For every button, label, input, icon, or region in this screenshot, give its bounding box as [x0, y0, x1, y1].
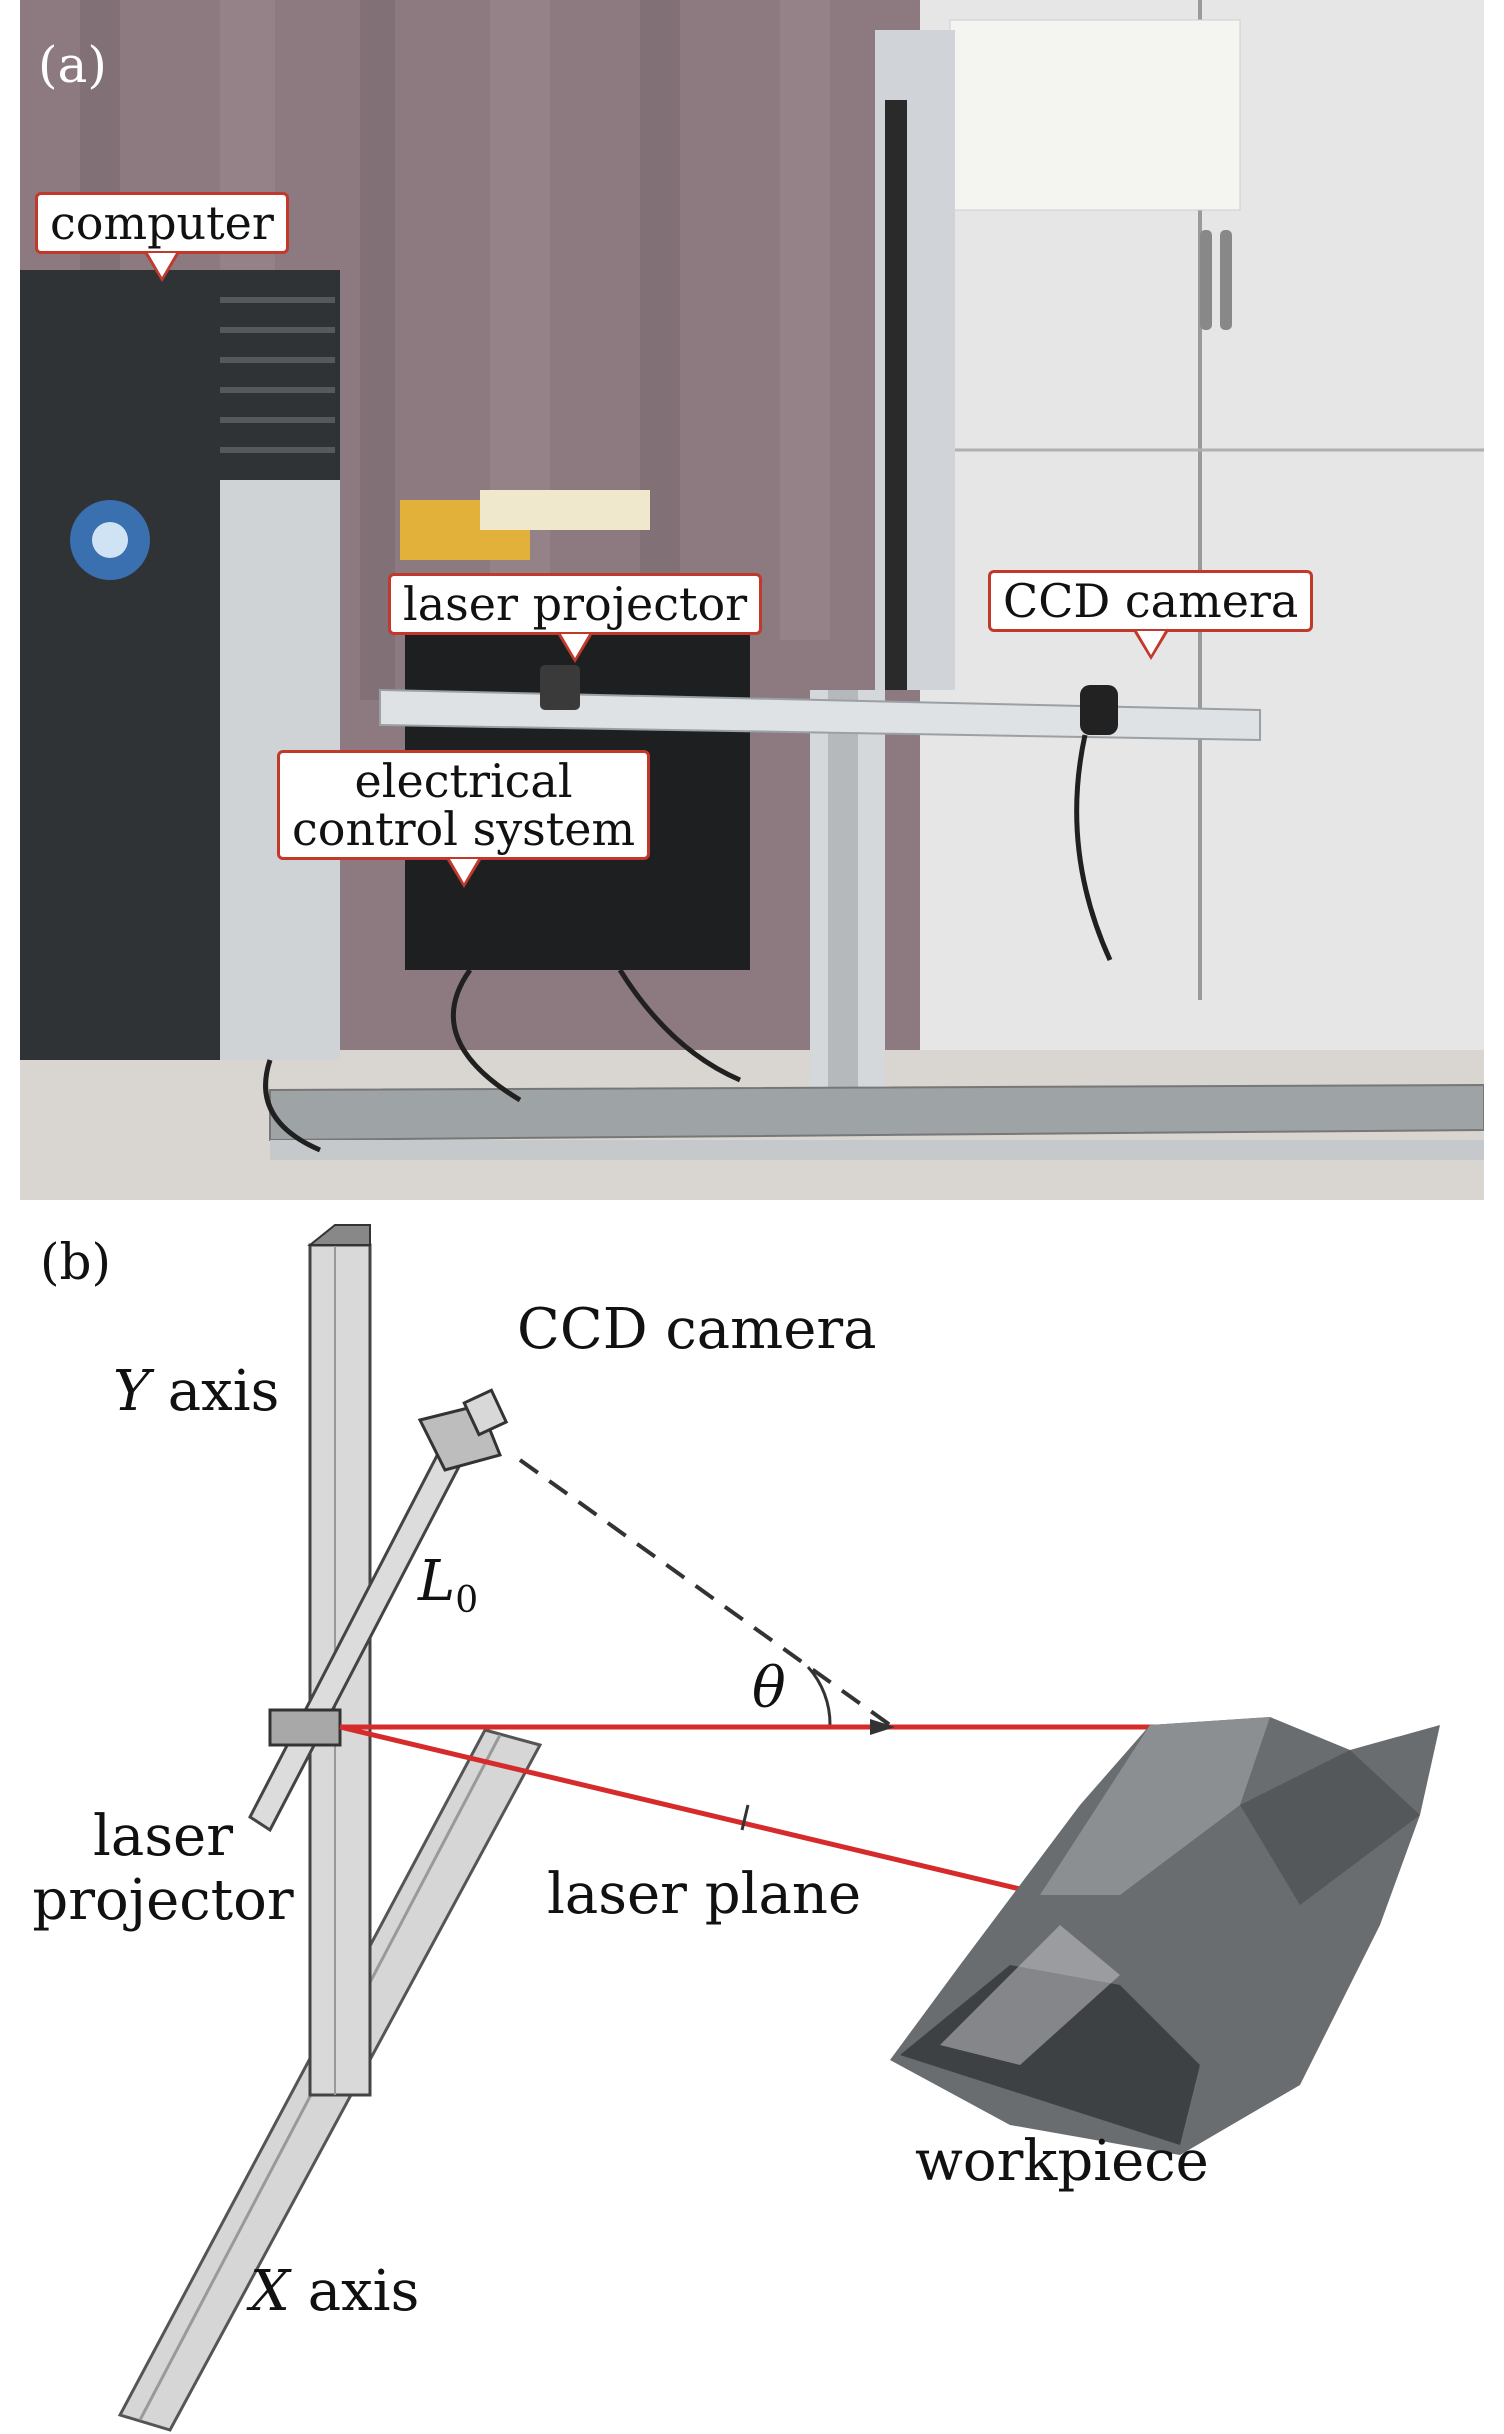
- y-axis-label: Y axis: [113, 1360, 279, 1424]
- panel-a-label: (a): [38, 36, 107, 94]
- cabinet-handle: [1200, 230, 1212, 330]
- computer-tower: [20, 270, 340, 1060]
- x-axis-word: axis: [307, 2259, 420, 2324]
- callout-electrical-line1: electrical: [354, 754, 573, 808]
- y-axis-column: [810, 30, 955, 1130]
- y-axis-word: axis: [167, 1359, 280, 1424]
- laser-bottom-line: [339, 1724, 1046, 1898]
- panel-a-photo: (a) computer laser projector CCD camera …: [20, 0, 1484, 1200]
- workpiece-label: workpiece: [915, 2129, 1209, 2194]
- l0-label: L0: [418, 1550, 478, 1633]
- cables: [263, 734, 1113, 1153]
- y-axis-var: Y: [113, 1359, 150, 1424]
- notice-paper: [949, 19, 1241, 211]
- laser-plane-label: laser plane: [547, 1862, 862, 1927]
- callout-laser-projector: laser projector: [388, 573, 763, 663]
- callout-ccd-camera-text: CCD camera: [1003, 574, 1299, 628]
- ccd-camera-drawing: [417, 1388, 509, 1472]
- theta-arc: [806, 1665, 832, 1726]
- camera-device: [1080, 685, 1118, 735]
- panel-b-label: (b): [40, 1233, 112, 1291]
- x-axis-var: X: [250, 2259, 290, 2324]
- theta-label: θ: [752, 1656, 786, 1721]
- laser-projector-line1: laser: [93, 1804, 233, 1869]
- l0-var: L: [418, 1549, 456, 1614]
- ccd-camera-label: CCD camera: [517, 1297, 877, 1362]
- x-axis-rail: [269, 1083, 1484, 1142]
- callout-computer: computer: [35, 192, 289, 282]
- laser-arrow-head: [870, 1719, 895, 1735]
- callout-ccd-camera: CCD camera: [988, 570, 1314, 660]
- horizontal-arm: [379, 688, 1261, 742]
- x-axis-label: X axis: [250, 2260, 419, 2324]
- callout-laser-projector-text: laser projector: [403, 577, 748, 631]
- panel-b-schematic: (b) Y axis CCD camera L0 θ laser project…: [0, 1205, 1504, 2434]
- callout-electrical-line2: control system: [292, 802, 636, 856]
- laser-projector-label: laser projector: [28, 1805, 298, 1933]
- camera-sight-line: [518, 1458, 892, 1727]
- l0-sub: 0: [455, 1580, 479, 1622]
- callout-computer-text: computer: [50, 196, 274, 250]
- callout-electrical-control-system: electrical control system: [277, 750, 651, 888]
- laser-plane-pointer: [740, 1804, 750, 1831]
- laser-projector-drawing: [268, 1708, 342, 1747]
- laser-projector-line2: projector: [32, 1868, 294, 1933]
- schematic-drawing: [117, 1224, 1440, 2432]
- laser-device: [540, 665, 580, 710]
- workpiece-drawing: [890, 1717, 1440, 2155]
